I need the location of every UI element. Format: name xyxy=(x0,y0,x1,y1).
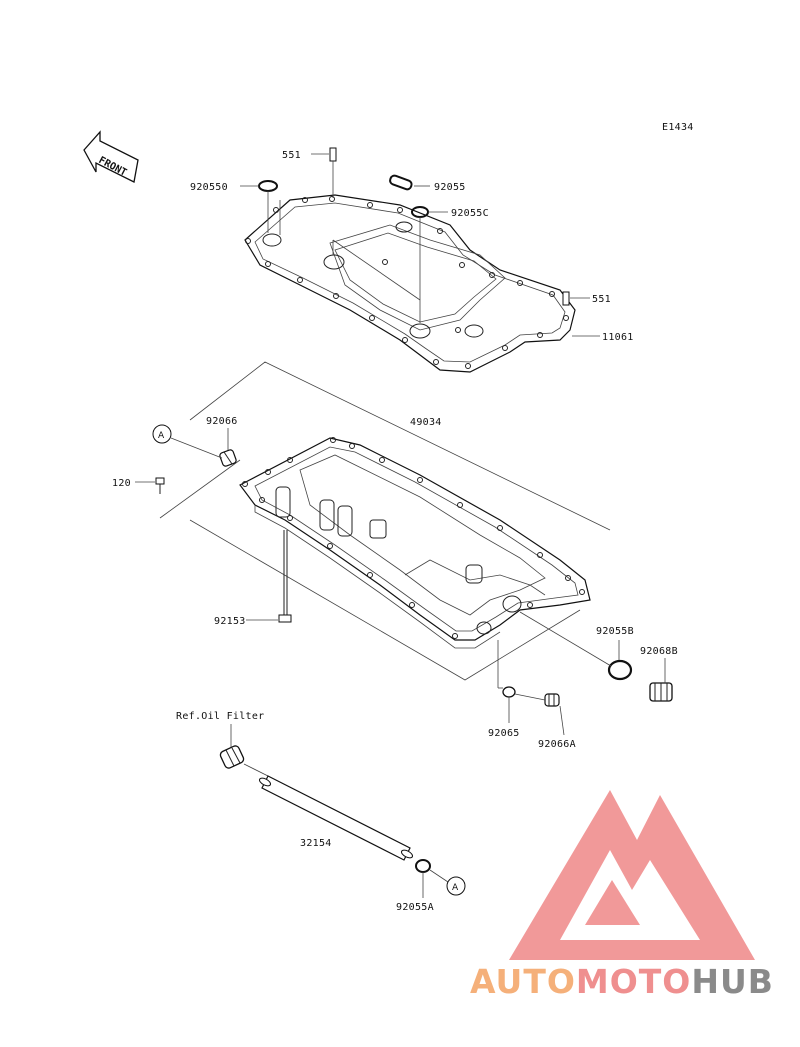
svg-text:A: A xyxy=(158,431,165,441)
oil-pan-gasket xyxy=(244,194,576,373)
label-92055a: 92055A xyxy=(396,902,434,913)
leader-filter-to-pipe xyxy=(243,763,269,777)
label-551-top: 551 xyxy=(282,150,301,161)
logo-text-auto: AUTO xyxy=(470,962,576,1001)
label-92066: 92066 xyxy=(206,416,238,427)
seal-92055-icon xyxy=(389,174,413,191)
label-92153: 92153 xyxy=(214,616,246,627)
svg-text:A: A xyxy=(452,883,459,893)
washer-92065-icon xyxy=(502,686,516,698)
label-92068b: 92068B xyxy=(640,646,678,657)
bolt-120-icon xyxy=(155,477,165,494)
callout-a-lower: A xyxy=(446,876,466,896)
leader-lines-oil-pan xyxy=(135,428,666,736)
label-92055b: 92055B xyxy=(596,626,634,637)
dowel-pin-icon xyxy=(329,147,337,162)
o-ring-92055b-icon xyxy=(607,659,633,681)
plug-92066-icon xyxy=(219,449,237,467)
logo-text-hub: HUB xyxy=(691,962,774,1001)
diagram-code: E1434 xyxy=(662,122,694,133)
callout-a-upper: A xyxy=(152,424,172,444)
label-ref-oil-filter: Ref.Oil Filter xyxy=(176,711,265,722)
label-920550: 920550 xyxy=(190,182,228,193)
oil-pan-assembly-frame xyxy=(159,361,611,681)
label-49034: 49034 xyxy=(410,417,442,428)
logo-text-moto: MOTO xyxy=(575,962,692,1001)
o-ring-92055a-icon xyxy=(415,859,431,873)
drain-plug-92068b-icon xyxy=(649,682,673,702)
automotohub-logo xyxy=(509,790,755,960)
label-92065: 92065 xyxy=(488,728,520,739)
plug-92066a-icon xyxy=(544,693,560,707)
dowel-pin-right-icon xyxy=(562,291,570,306)
bolt-92153-icon xyxy=(278,530,292,623)
label-92055: 92055 xyxy=(434,182,466,193)
label-32154: 32154 xyxy=(300,838,332,849)
label-92066a: 92066A xyxy=(538,739,576,750)
label-551-right: 551 xyxy=(592,294,611,305)
o-ring-920550-icon xyxy=(258,180,278,192)
oil-pan xyxy=(239,437,591,649)
leader-to-callout-a-lower xyxy=(429,869,449,883)
o-ring-92055c-icon xyxy=(411,206,429,218)
automotohub-logo-text: AUTOMOTOHUB xyxy=(470,962,774,1001)
oil-filter-fitting-icon xyxy=(219,745,245,769)
front-arrow-icon: FRONT xyxy=(83,130,139,183)
label-120: 120 xyxy=(112,478,131,489)
leader-lines-upper xyxy=(240,153,600,337)
label-11061: 11061 xyxy=(602,332,634,343)
oil-pipe-32154 xyxy=(258,775,414,861)
label-92055c: 92055C xyxy=(451,208,489,219)
